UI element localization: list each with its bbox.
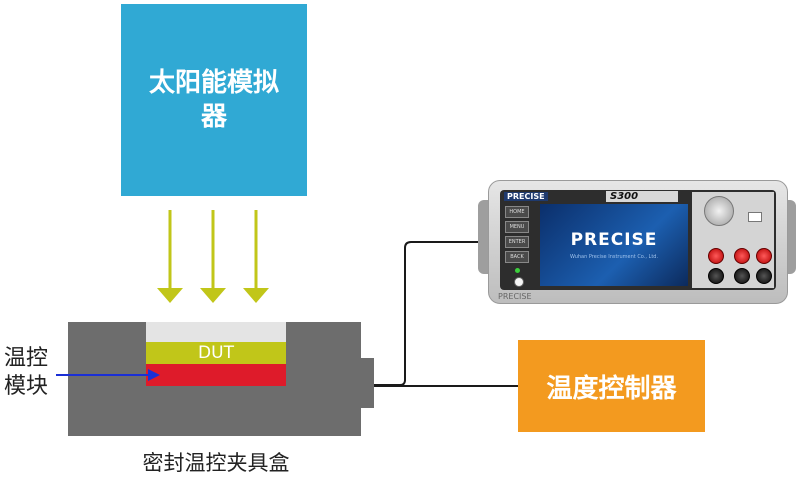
dut-top-layer <box>146 322 286 342</box>
sealed-chamber-label: 密封温控夹具盒 <box>142 451 290 475</box>
chamber-connector <box>361 358 374 408</box>
screen-subtitle: Wuhan Precise Instrument Co., Ltd. <box>569 254 659 260</box>
instrument-model: S300 <box>606 191 679 202</box>
instrument-brand: PRECISE <box>504 192 548 201</box>
status-led-icon <box>515 268 520 273</box>
dut-layer: DUT <box>146 342 286 364</box>
light-arrow <box>243 210 269 303</box>
black-terminal-icon <box>708 268 724 284</box>
instrument-key[interactable]: MENU <box>505 221 529 233</box>
source-meter-instrument: PRECISE S300 HOME MENU ENTER BACK PRECIS… <box>478 180 796 307</box>
rotary-knob-icon[interactable] <box>704 196 734 226</box>
screen-logo: PRECISE <box>570 230 658 250</box>
light-arrow <box>157 210 183 303</box>
red-terminal-icon <box>734 248 750 264</box>
dut-label: DUT <box>198 343 234 363</box>
black-terminal-icon <box>734 268 750 284</box>
temperature-controller-label: 温度控制器 <box>546 373 677 404</box>
light-arrow <box>200 210 226 303</box>
temperature-module-label: 温控 模块 <box>4 346 49 399</box>
heater-layer <box>146 364 286 386</box>
solar-simulator-label: 太阳能模拟器 <box>148 68 279 132</box>
solar-simulator-box: 太阳能模拟器 <box>121 4 307 196</box>
power-button-icon[interactable] <box>514 277 524 287</box>
temperature-controller-box: 温度控制器 <box>518 340 705 432</box>
instrument-screen: PRECISE Wuhan Precise Instrument Co., Lt… <box>540 204 688 286</box>
red-terminal-icon <box>756 248 772 264</box>
wire-to-instrument <box>374 241 488 386</box>
red-terminal-icon <box>708 248 724 264</box>
instrument-key[interactable]: BACK <box>505 251 529 263</box>
usb-port-icon <box>748 212 762 222</box>
instrument-footer: PRECISE <box>498 292 532 301</box>
black-terminal-icon <box>756 268 772 284</box>
instrument-key[interactable]: HOME <box>505 206 529 218</box>
instrument-key[interactable]: ENTER <box>505 236 529 248</box>
